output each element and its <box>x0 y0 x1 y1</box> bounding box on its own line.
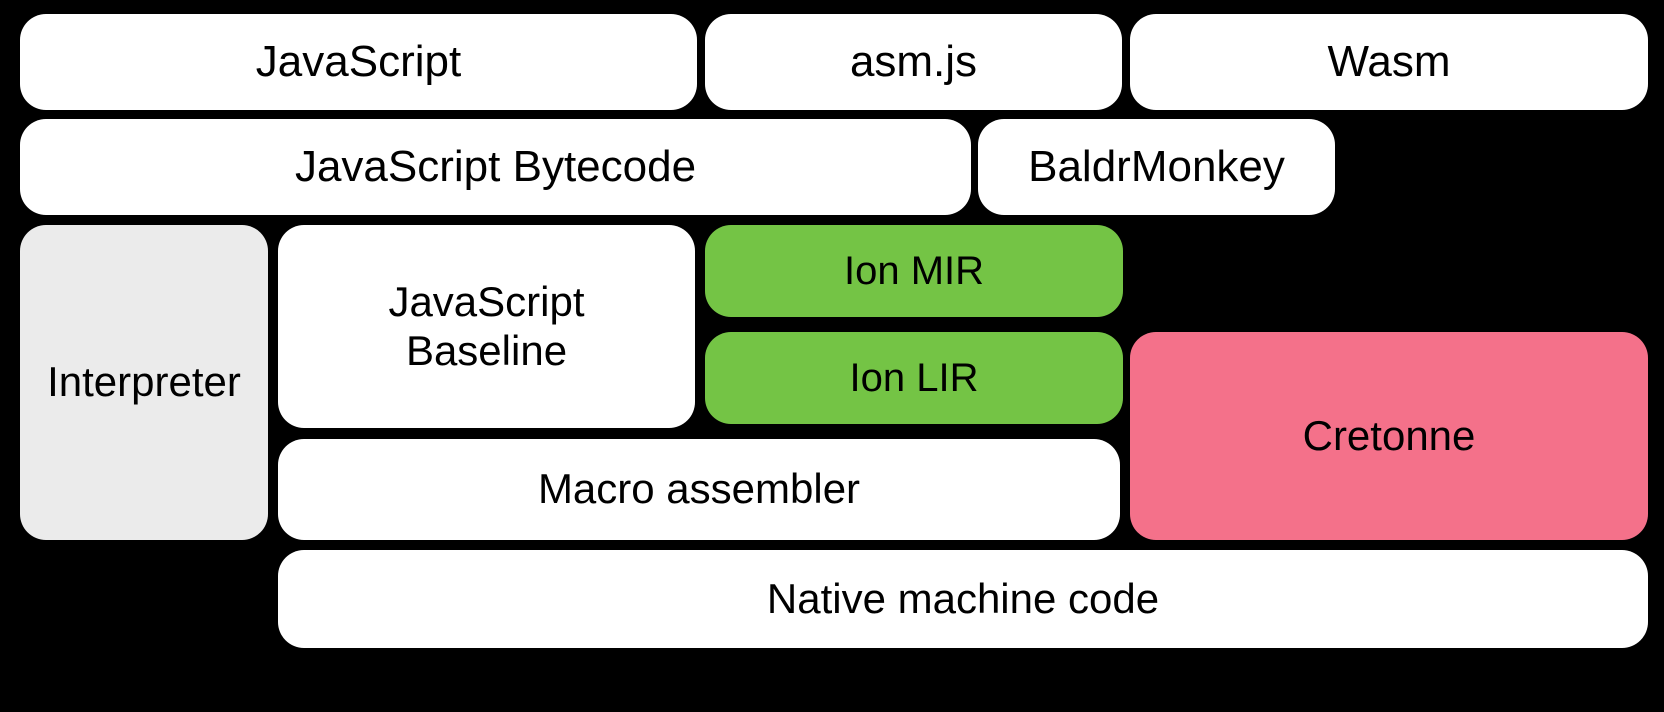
node-baldrmonkey: BaldrMonkey <box>978 119 1335 215</box>
node-macro-assembler: Macro assembler <box>278 439 1120 540</box>
node-wasm: Wasm <box>1130 14 1648 110</box>
node-native-machine-code: Native machine code <box>278 550 1648 648</box>
node-ion-mir: Ion MIR <box>705 225 1123 317</box>
node-javascript: JavaScript <box>20 14 697 110</box>
node-javascript-baseline: JavaScript Baseline <box>278 225 695 428</box>
node-cretonne: Cretonne <box>1130 332 1648 540</box>
node-asm-js: asm.js <box>705 14 1122 110</box>
node-interpreter: Interpreter <box>20 225 268 540</box>
node-ion-lir: Ion LIR <box>705 332 1123 424</box>
node-javascript-bytecode: JavaScript Bytecode <box>20 119 971 215</box>
